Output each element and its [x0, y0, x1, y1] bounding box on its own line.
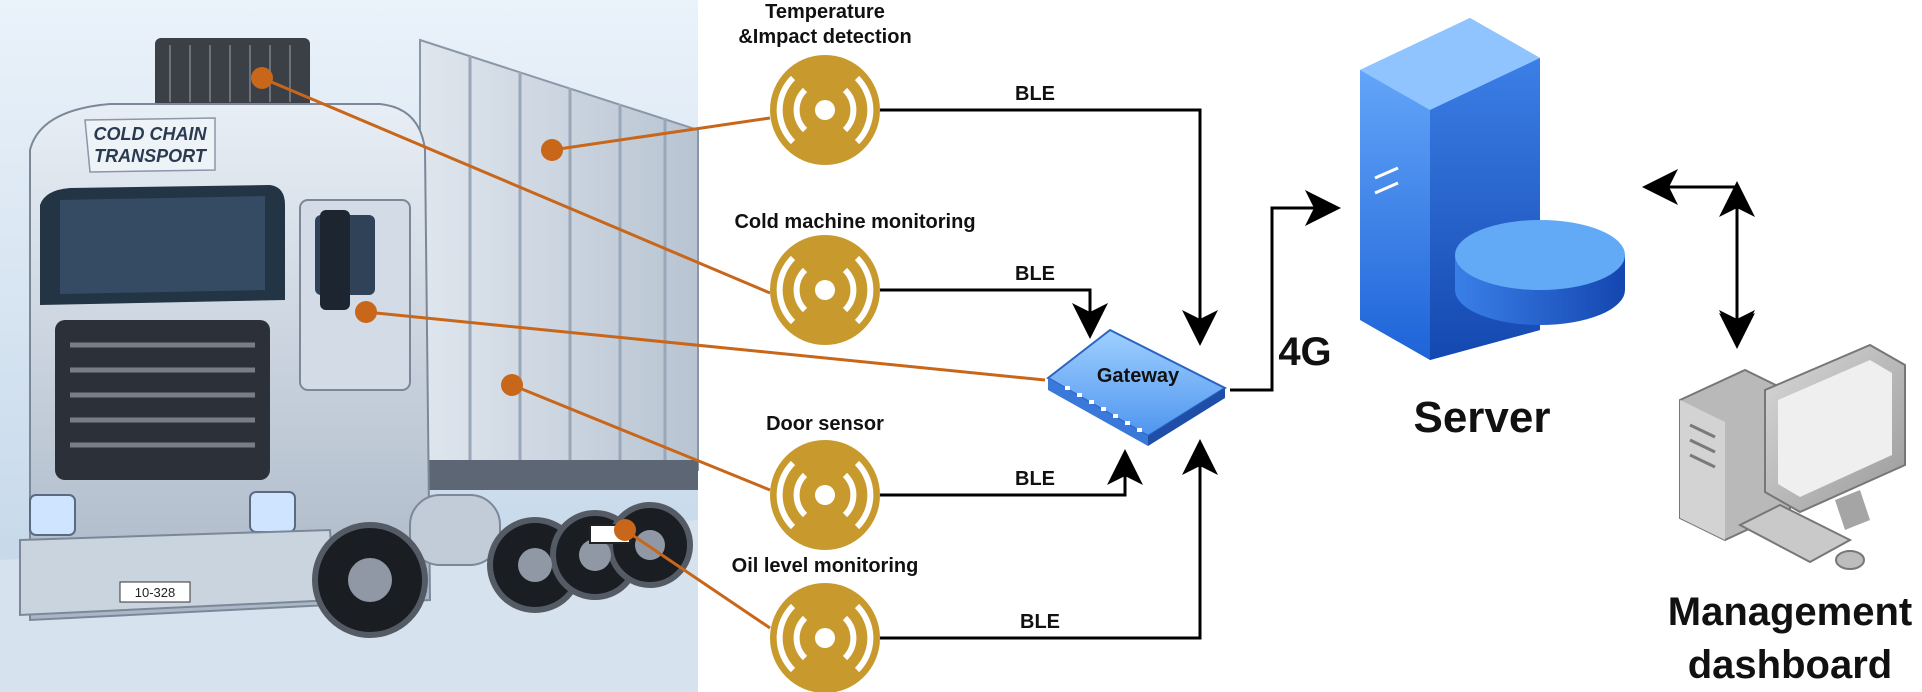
sensor-label-oil: Oil level monitoring [732, 555, 919, 577]
link-label-cold-machine: BLE [1015, 263, 1055, 285]
sensor-door [770, 440, 880, 550]
gateway-label: Gateway [1097, 365, 1180, 387]
sensor-temperature [770, 55, 880, 165]
arrow-server-dashboard [1642, 169, 1755, 346]
placement-dot-cold-machine [251, 67, 273, 89]
placement-line-oil [624, 528, 771, 630]
placement-line-gateway [365, 310, 1046, 382]
link-label-oil: BLE [1020, 611, 1060, 633]
arrow-cold-machine-to-gateway [880, 288, 1108, 339]
placement-dot-temperature [541, 139, 563, 161]
sensor-label-door: Door sensor [766, 413, 884, 435]
placement-line-door [511, 383, 771, 492]
server-icon [1360, 18, 1625, 360]
placement-line-temperature [551, 116, 771, 152]
sensor-label-temperature-line1: Temperature [765, 1, 885, 23]
truck-cab-text-line2: TRANSPORT [94, 146, 208, 166]
server-label: Server [1413, 393, 1550, 442]
arrow-temperature-to-gateway [880, 108, 1218, 346]
placement-dot-door [501, 374, 523, 396]
gateway-device: Gateway [1046, 328, 1228, 446]
sensor-placement-lines [261, 76, 1046, 630]
truck-plate: 10-328 [135, 585, 175, 600]
truck-illustration: COLD CHAIN TRANSPORT 10-328 [0, 0, 699, 692]
truck-cab-text-line1: COLD CHAIN [94, 124, 208, 144]
sensor-label-cold-machine: Cold machine monitoring [734, 211, 975, 233]
uplink-label: 4G [1278, 330, 1331, 374]
link-label-door: BLE [1015, 468, 1055, 490]
placement-line-cold-machine [261, 76, 771, 295]
arrow-door-to-gateway [880, 449, 1143, 497]
arrow-gateway-to-server [1230, 190, 1341, 392]
link-label-temperature: BLE [1015, 83, 1055, 105]
dashboard-label-line1: Management [1668, 590, 1913, 634]
data-flow-arrows [880, 108, 1755, 640]
sensor-oil [770, 583, 880, 692]
placement-dot-gateway [355, 301, 377, 323]
arrow-oil-to-gateway [880, 439, 1218, 640]
sensor-cold-machine [770, 235, 880, 345]
placement-dot-oil [614, 519, 636, 541]
sensor-label-temperature-line2: &Impact detection [738, 26, 911, 48]
dashboard-label-line2: dashboard [1688, 643, 1892, 687]
sensor-placement-dots [251, 67, 636, 541]
computer-icon [1679, 343, 1906, 570]
